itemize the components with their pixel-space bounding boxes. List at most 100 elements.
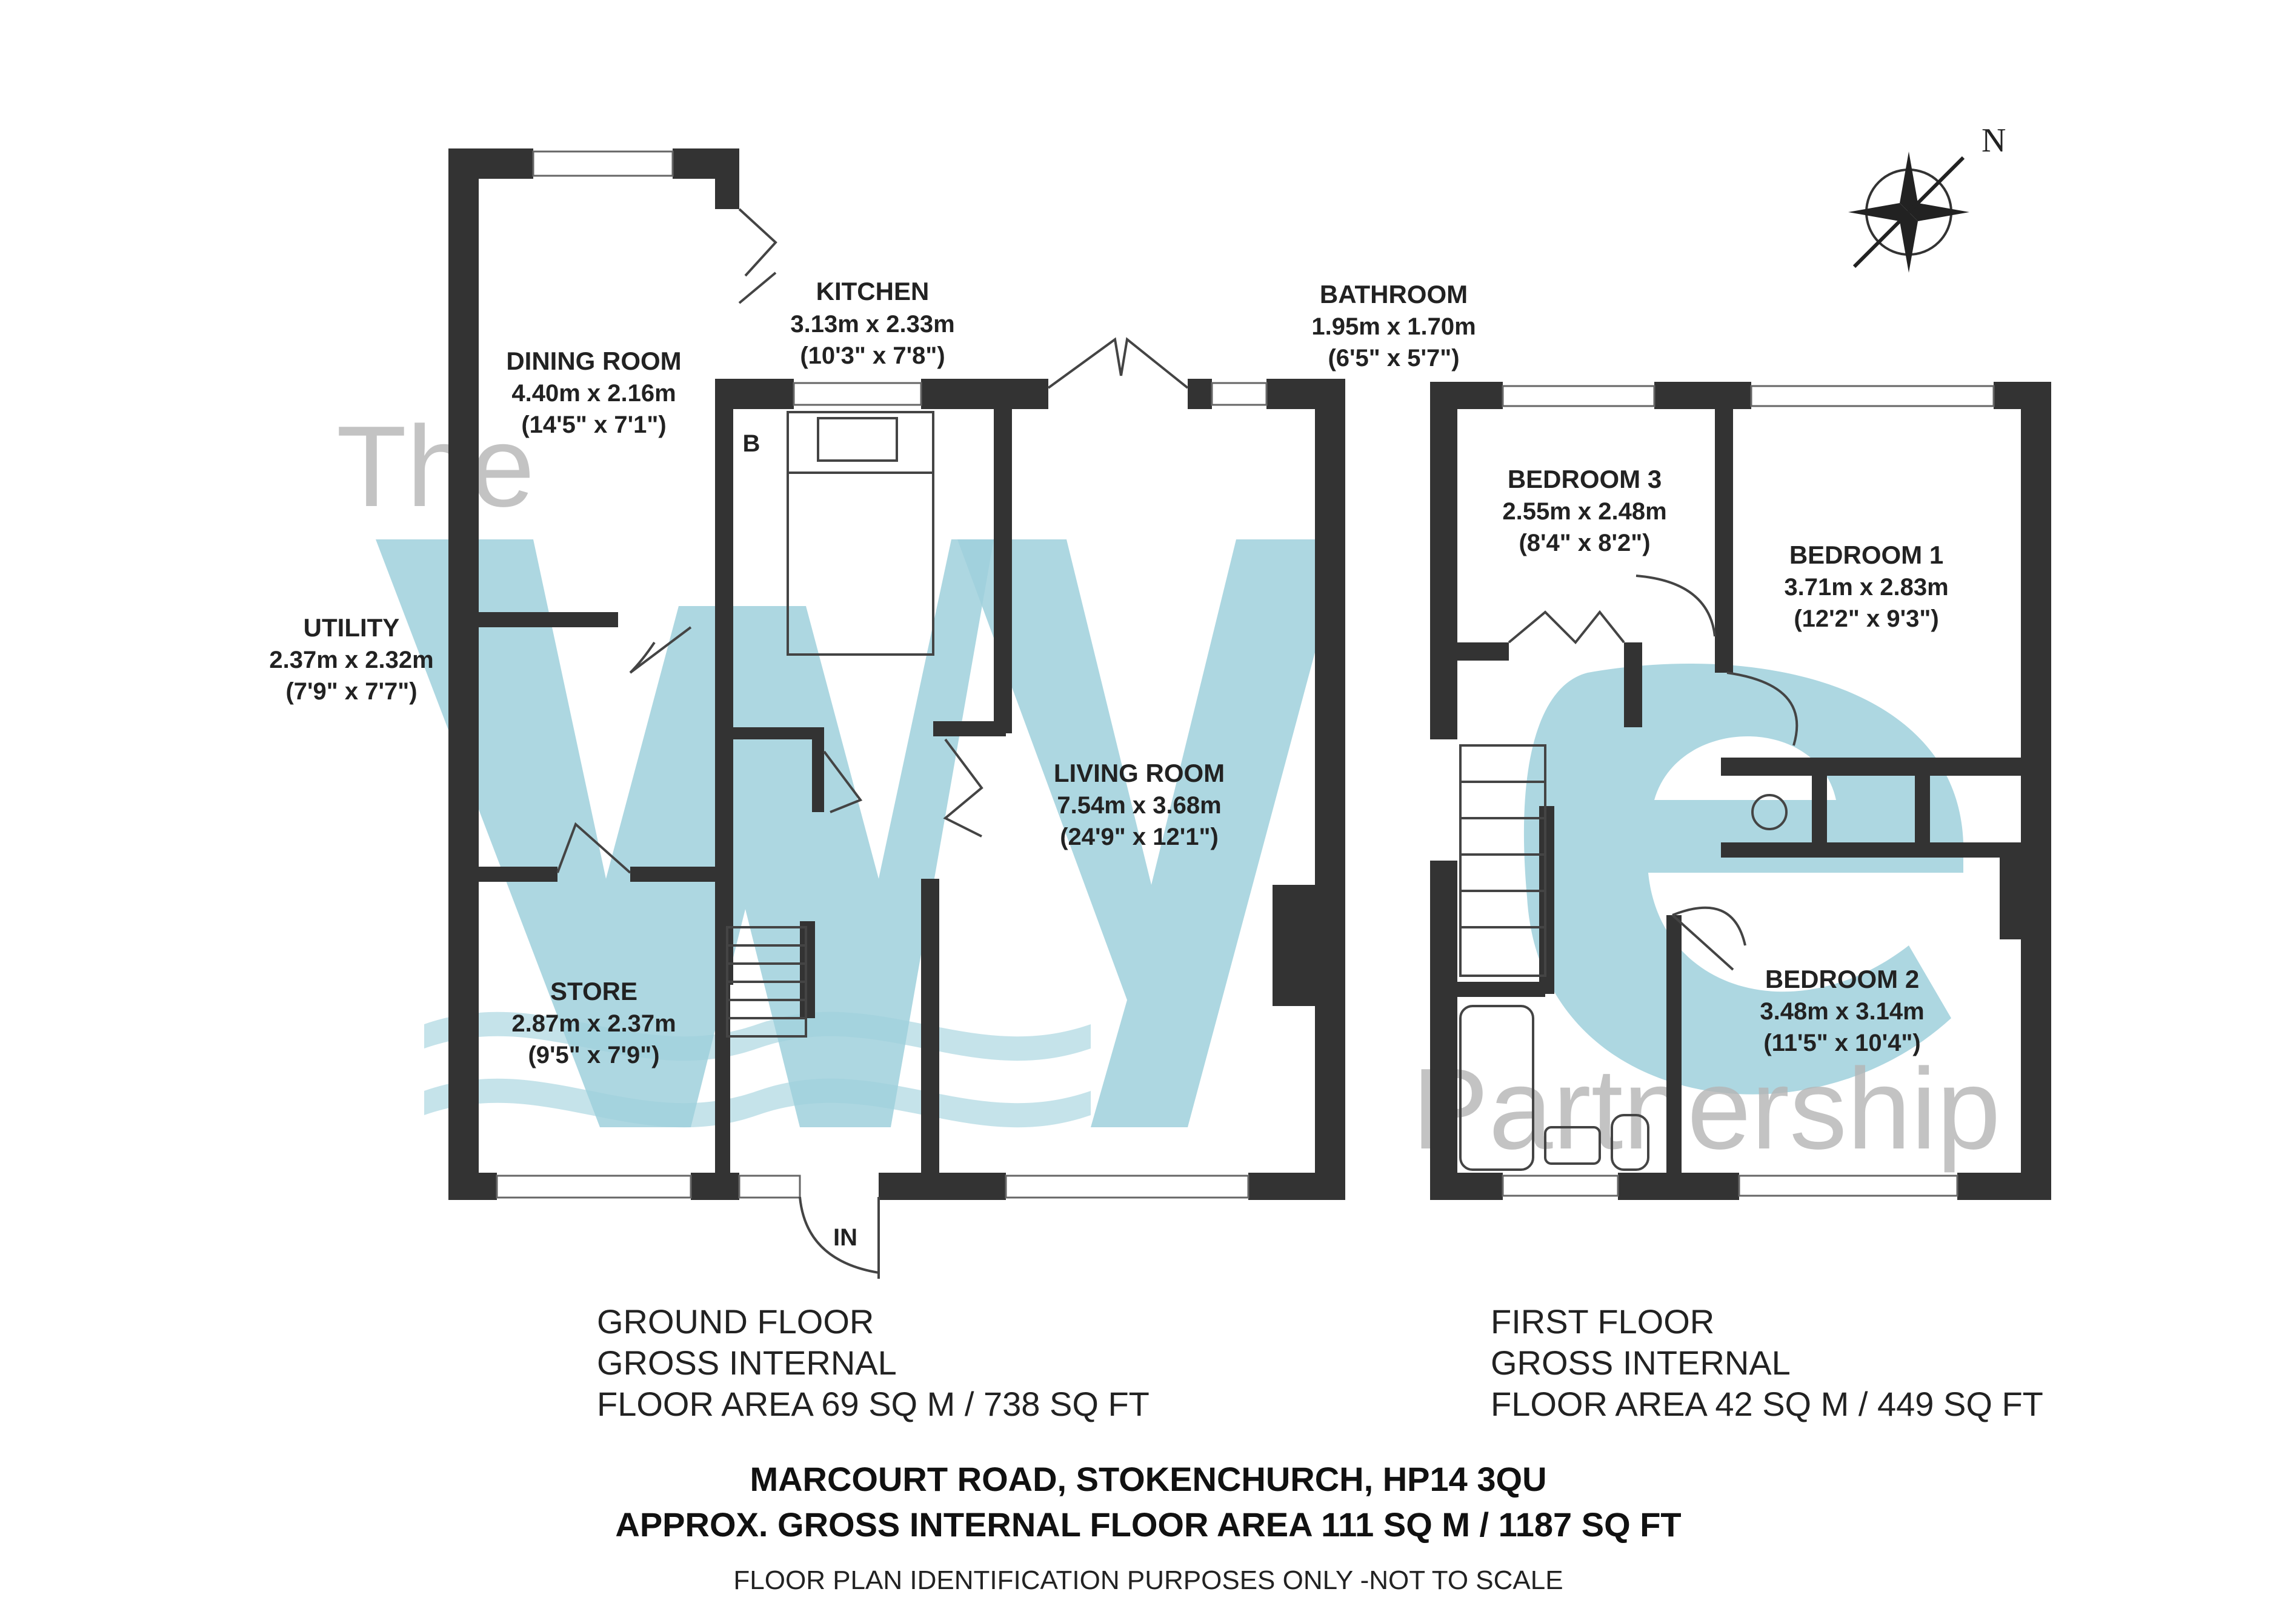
bedroom3-name: BEDROOM 3 [1508,465,1662,493]
utility-metric: 2.37m x 2.32m [269,647,433,673]
ff-wall-bed1-south [1721,758,2024,776]
wall-west [448,148,479,1200]
window-dining-north [532,150,674,177]
ground-floor-title: GROUND FLOOR [597,1302,874,1341]
window-bed2-south [1738,1175,1958,1197]
wall-east [1315,379,1345,1200]
living-metric: 7.54m x 3.68m [1057,792,1221,819]
door-bedroom1 [1726,672,1799,746]
ff-wall-wardrobe-bed3 [1624,642,1642,727]
ff-wall-stair-east [1539,806,1554,994]
bedroom1-metric: 3.71m x 2.83m [1784,574,1948,601]
wall-hall-east [715,612,730,1200]
ff-wall-bed2-north [1721,842,2024,858]
room-label-kitchen: KITCHEN 3.13m x 2.33m (10'3" x 7'8") [790,277,954,369]
kitchen-counter [787,411,934,474]
wall-kitchen-living [994,406,1012,733]
watermark-wave-2 [424,1078,1091,1128]
french-doors-living [1047,337,1189,389]
utility-imperial: (7'9" x 7'7") [285,678,417,705]
ff-wall-north-mid [1654,382,1751,409]
room-label-bathroom: BATHROOM 1.95m x 1.70m (6'5" x 5'7") [1311,280,1476,372]
store-imperial: (9'5" x 7'9") [528,1042,659,1068]
entrance-mark: IN [833,1224,857,1251]
window-porch-south [738,1175,801,1199]
room-label-utility: UTILITY 2.37m x 2.32m (7'9" x 7'7") [269,613,433,705]
ff-wall-bed3-south [1454,642,1509,661]
window-bed1-north [1750,385,1995,407]
ff-wall-cupboard-2 [1915,764,1930,848]
staircase-first [1459,744,1546,977]
watermark-letter-y [957,539,1345,1127]
kitchen-island [787,472,934,656]
first-floor-title: FIRST FLOOR [1491,1302,1714,1341]
ff-wall-south-right [1957,1173,2048,1200]
ground-floor-subtitle: GROSS INTERNAL [597,1344,897,1382]
first-floor-subtitle: GROSS INTERNAL [1491,1344,1791,1382]
bedroom3-metric: 2.55m x 2.48m [1502,498,1666,525]
kitchen-metric: 3.13m x 2.33m [790,311,954,338]
room-label-bedroom3: BEDROOM 3 2.55m x 2.48m (8'4" x 8'2") [1502,465,1666,556]
chimney-breast [1273,885,1321,1006]
room-label-store: STORE 2.87m x 2.37m (9'5" x 7'9") [511,977,676,1068]
compass-rose: N [1848,122,2006,273]
ground-floor-area: GROUND FLOOR GROSS INTERNAL FLOOR AREA 6… [597,1302,1150,1423]
wall-living-north-left [1188,379,1212,409]
watermark-letter-w [376,539,994,1127]
watermark-the: The [336,402,534,531]
wall-dining-north-left [448,148,533,179]
window-living-south [1005,1175,1249,1199]
door-front [799,1196,880,1279]
staircase-ground [726,926,807,1038]
room-label-bedroom2: BEDROOM 2 3.48m x 3.14m (11'5" x 10'4") [1760,965,1924,1056]
wall-south-left [448,1173,497,1200]
door-cupboard [823,750,863,813]
disclaimer: FLOOR PLAN IDENTIFICATION PURPOSES ONLY … [733,1565,1563,1595]
dining-metric: 4.40m x 2.16m [511,380,676,407]
door-store [556,822,631,874]
wall-utility-north [467,612,618,627]
room-label-bedroom1: BEDROOM 1 3.71m x 2.83m (12'2" x 9'3") [1784,541,1948,632]
wall-living-jamb [933,721,1006,736]
utility-name: UTILITY [304,613,400,642]
bedroom2-metric: 3.48m x 3.14m [1760,998,1924,1025]
door-utility [629,626,692,674]
store-name: STORE [550,977,637,1005]
first-floor-area-value: FLOOR AREA 42 SQ M / 449 SQ FT [1491,1385,2043,1423]
watermark-partnership: Partnership [1412,1045,2001,1173]
door-dining-patio [738,208,777,304]
window-bed3-north [1502,385,1655,407]
ff-wall-west-upper [1430,382,1457,739]
wall-utility-south-left [467,867,557,882]
room-label-living: LIVING ROOM 7.54m x 3.68m (24'9" x 12'1"… [1054,759,1225,850]
door-wardrobe [1508,610,1625,644]
first-floor-area: FIRST FLOOR GROSS INTERNAL FLOOR AREA 42… [1491,1302,2043,1423]
dining-imperial: (14'5" x 7'1") [521,412,666,438]
wall-hall-cupboard [727,727,824,739]
living-imperial: (24'9" x 12'1") [1060,824,1219,850]
door-bedroom3 [1635,575,1716,637]
kitchen-sink [817,417,898,462]
bathroom-name: BATHROOM [1320,280,1468,308]
first-floor-plan [1430,382,2051,1200]
washbasin [1544,1126,1601,1165]
wall-south-right [1248,1173,1345,1200]
bedroom2-imperial: (11'5" x 10'4") [1763,1030,1920,1056]
bedroom1-imperial: (12'2" x 9'3") [1794,605,1938,632]
wall-south-porch [879,1173,1006,1200]
ff-wall-west-lower [1430,861,1457,1200]
wall-kitchen-north-left [715,379,794,409]
loft-hatch [1751,794,1788,830]
wall-cupboard-east [812,727,824,812]
ff-wall-bed3-bed1 [1715,406,1733,673]
ff-wall-bath-north [1454,982,1545,997]
window-store-south [496,1175,692,1199]
door-living [943,738,983,838]
ff-wall-landing-right [2000,848,2024,939]
boiler-mark: B [743,430,760,457]
kitchen-imperial: (10'3" x 7'8") [800,342,945,369]
bathtub [1459,1005,1534,1171]
bedroom2-name: BEDROOM 2 [1765,965,1919,993]
window-bath-south [1502,1175,1619,1197]
compass-north-label: N [1982,122,2006,159]
